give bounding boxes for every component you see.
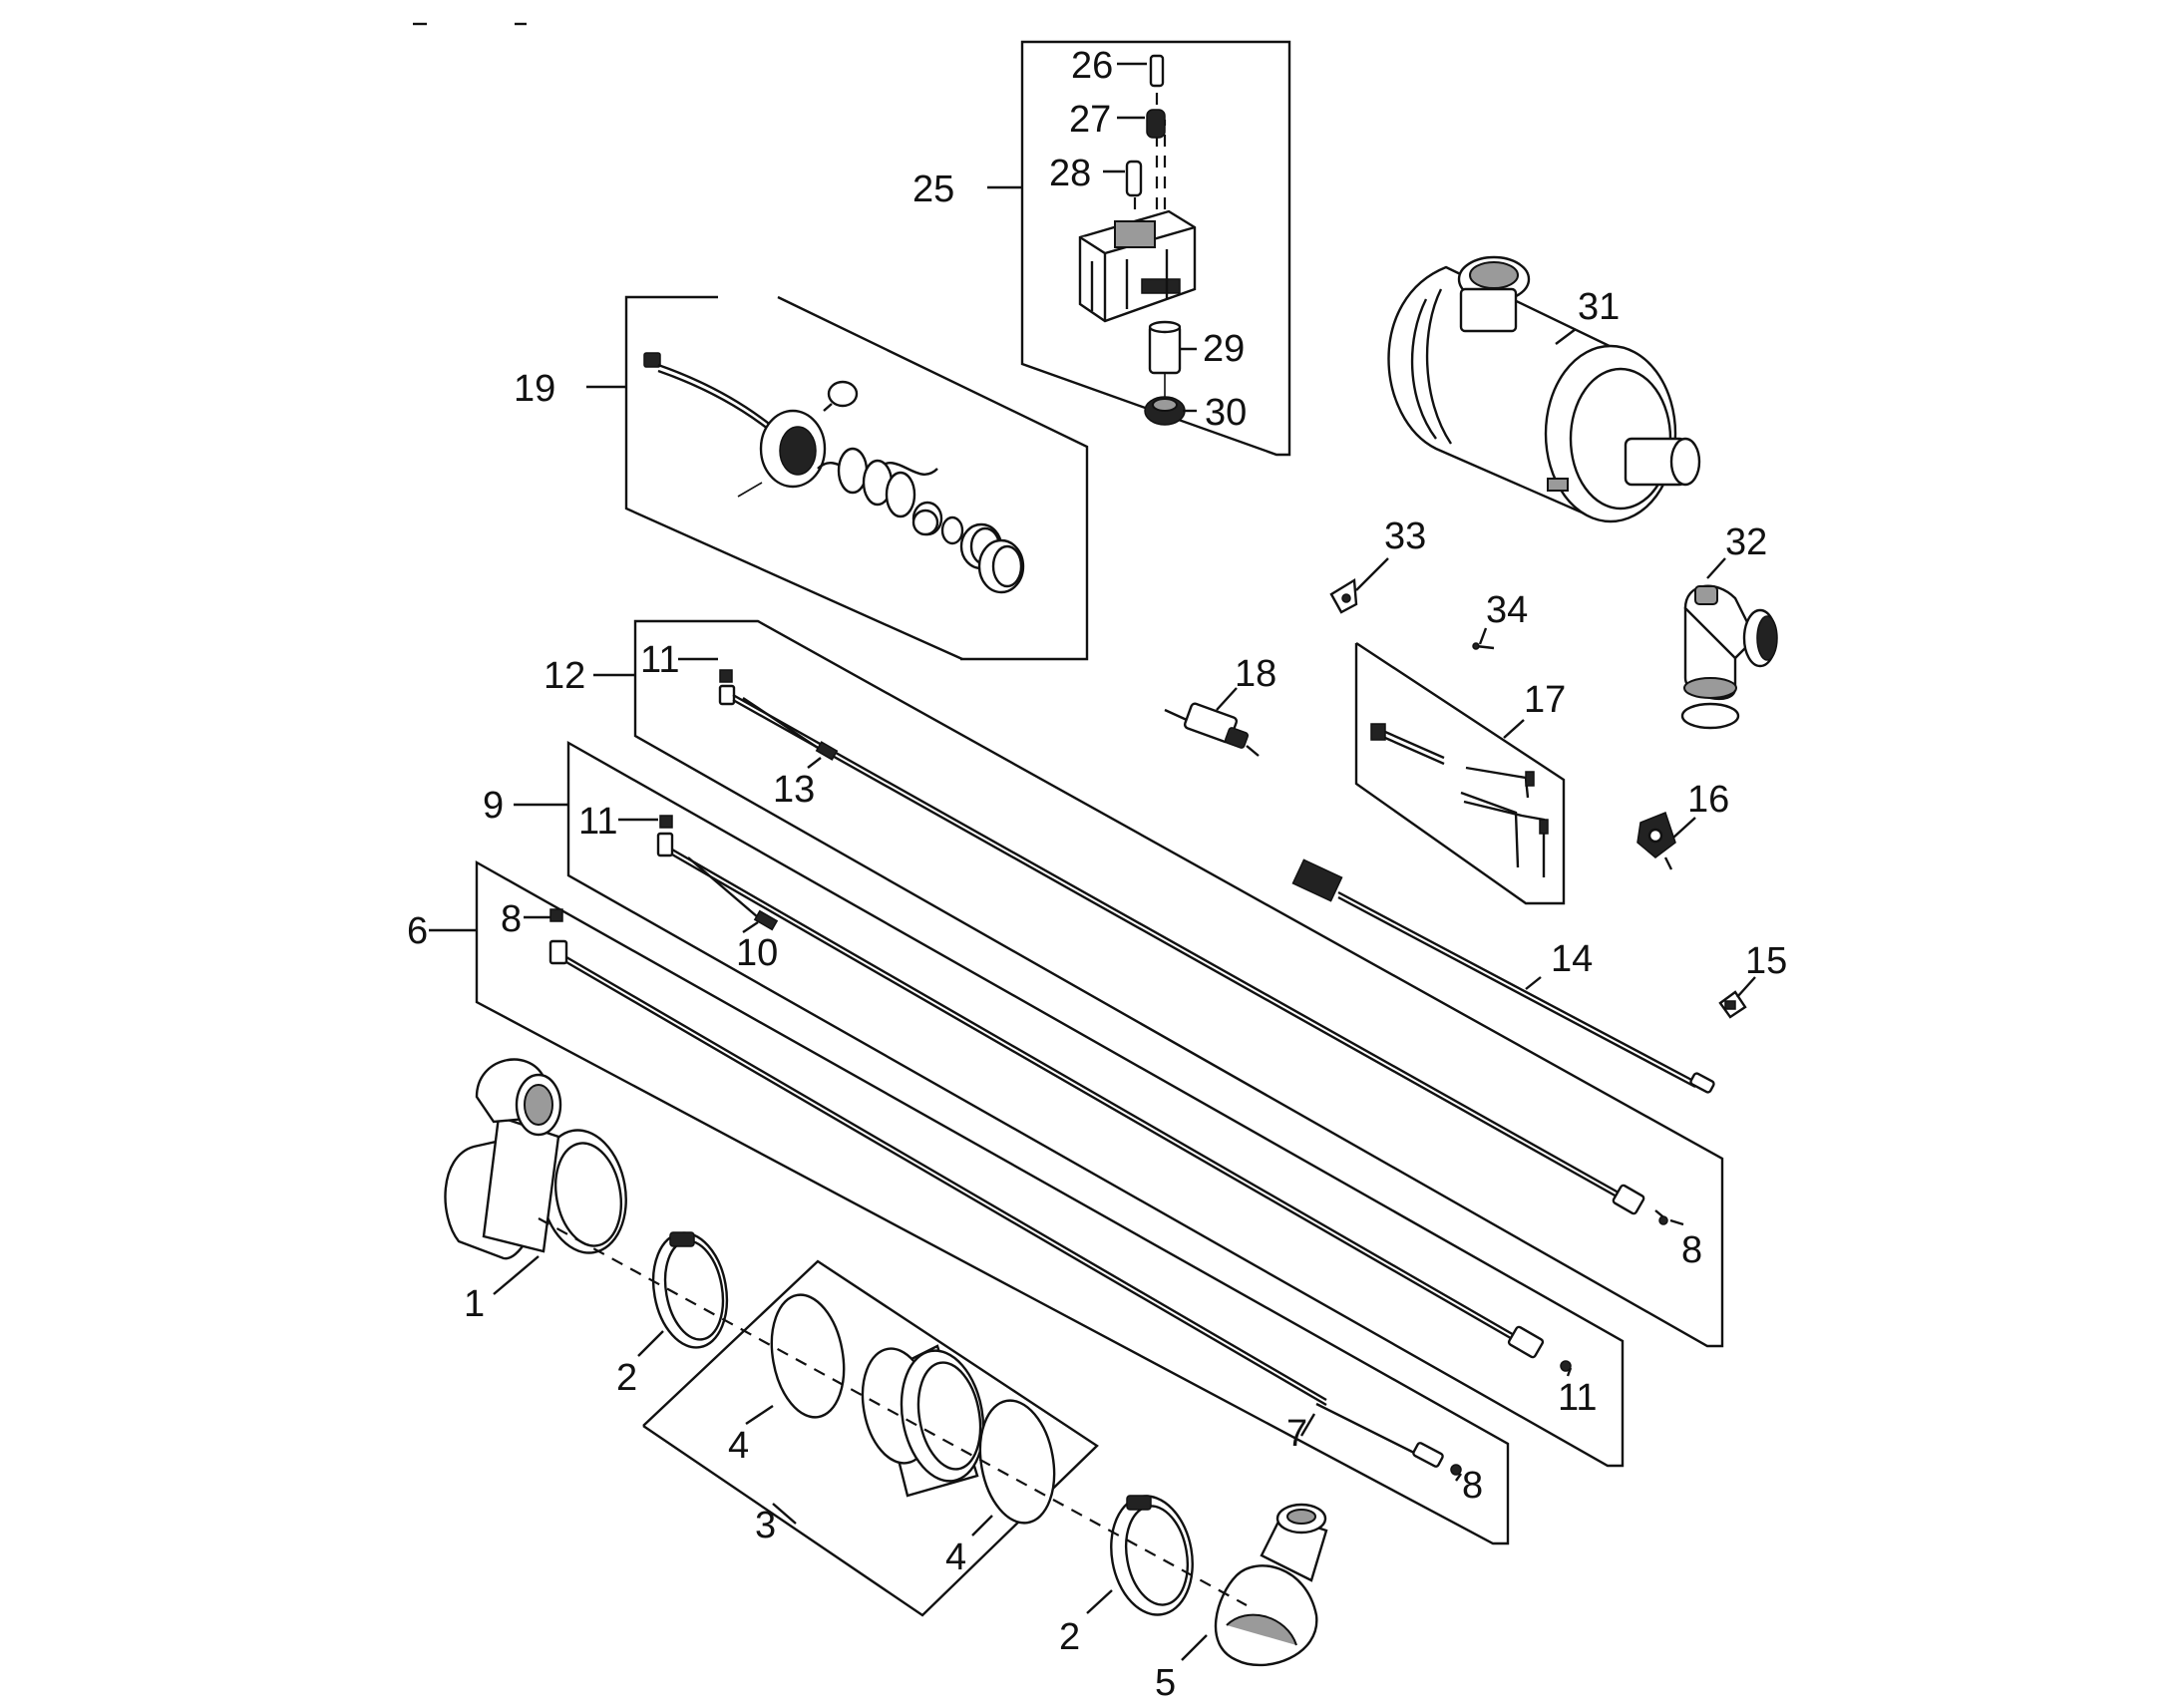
- callout-11-b: 11: [578, 801, 617, 843]
- callout-2-a: 2: [616, 1357, 637, 1399]
- sensor-cable-12: [718, 669, 1668, 1225]
- callout-10: 10: [736, 932, 778, 974]
- callout-8-c: 8: [1681, 1229, 1702, 1271]
- callout-8-b: 8: [1462, 1465, 1483, 1507]
- outlet-elbow: [1680, 584, 1778, 730]
- callout-32: 32: [1725, 521, 1767, 563]
- callout-26: 26: [1071, 45, 1113, 87]
- group-6-boundary: [475, 859, 1510, 1545]
- callout-34: 34: [1486, 589, 1528, 631]
- sensor-cable-9: [656, 815, 1572, 1372]
- sensor-probes: [1125, 54, 1167, 209]
- clamp-2-upper: [651, 1231, 729, 1349]
- callout-18: 18: [1235, 653, 1276, 695]
- callout-12: 12: [544, 655, 585, 697]
- callout-11-c: 11: [1558, 1377, 1597, 1419]
- callout-8-a: 8: [501, 898, 522, 940]
- group-17-boundary: [1354, 641, 1566, 905]
- filter-cartridge: [1148, 320, 1182, 397]
- sensor-18: [1164, 702, 1260, 757]
- dpf-canister: [1387, 255, 1701, 523]
- callout-17: 17: [1524, 679, 1566, 721]
- callout-6: 6: [407, 910, 428, 952]
- screw-34: [1472, 642, 1495, 650]
- callout-33: 33: [1384, 515, 1426, 557]
- callout-11-a: 11: [640, 639, 679, 681]
- callout-28: 28: [1049, 153, 1091, 194]
- callout-31: 31: [1578, 286, 1620, 328]
- callout-15: 15: [1745, 940, 1787, 982]
- sensor-cable-6: [548, 908, 1462, 1476]
- group-3-boundary: [642, 1259, 1099, 1617]
- clip-15: [1718, 990, 1747, 1019]
- callout-5: 5: [1155, 1662, 1176, 1704]
- harness-17: [1370, 723, 1549, 877]
- callout-13: 13: [773, 769, 815, 811]
- callout-1: 1: [464, 1283, 485, 1325]
- center-pipe: [861, 1344, 985, 1498]
- group-19-boundary: [624, 295, 1089, 661]
- inlet-elbow-1: [444, 1058, 627, 1260]
- group-25-boundary: [1020, 40, 1291, 457]
- sensor-module: [1078, 209, 1197, 323]
- callout-14: 14: [1551, 938, 1593, 980]
- callout-16: 16: [1687, 779, 1729, 821]
- callout-29: 29: [1203, 328, 1245, 370]
- group-12-boundary: [633, 619, 1724, 1348]
- callout-4-a: 4: [728, 1425, 749, 1467]
- callout-4-b: 4: [945, 1537, 966, 1578]
- callout-labels: 26 27 28 25 29 30 31 32 33 34 18 17 16 1…: [407, 45, 1787, 1704]
- callout-25: 25: [912, 169, 954, 210]
- group-9-boundary: [566, 740, 1625, 1468]
- sensor-lead-14: [1291, 858, 1715, 1094]
- centerline: [538, 1217, 1248, 1606]
- callout-3: 3: [755, 1505, 776, 1546]
- leader-lines: [429, 62, 1756, 1661]
- clamp-2-lower: [1110, 1495, 1194, 1616]
- callout-30: 30: [1205, 392, 1247, 434]
- o-rings-19: [911, 509, 1025, 594]
- callout-27: 27: [1069, 99, 1111, 141]
- callout-9: 9: [483, 785, 504, 827]
- bracket-33: [1329, 577, 1358, 614]
- outlet-elbow-5: [1214, 1503, 1328, 1667]
- callout-7: 7: [1286, 1413, 1307, 1455]
- callout-19: 19: [514, 368, 555, 410]
- pump-assembly: [643, 352, 964, 545]
- callout-2-b: 2: [1059, 1616, 1080, 1658]
- gasket-4-right: [978, 1399, 1056, 1525]
- connector-16: [1636, 812, 1676, 870]
- filter-cap: [1144, 396, 1186, 426]
- gasket-4-left: [770, 1293, 846, 1419]
